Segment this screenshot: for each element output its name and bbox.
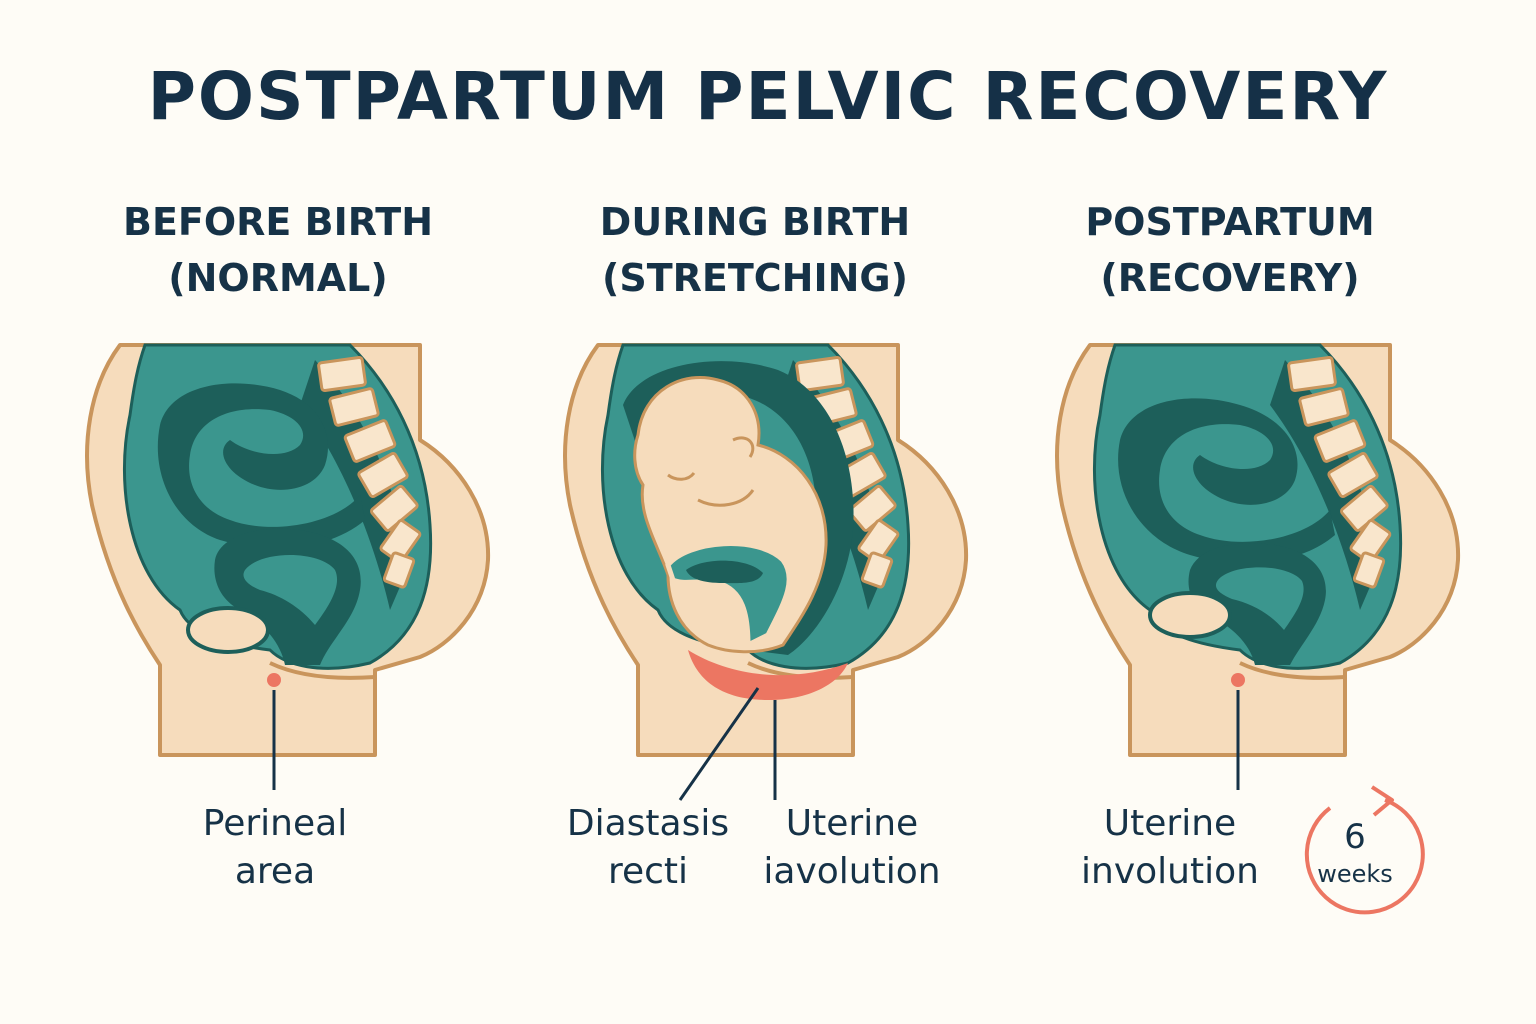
stretched-pelvic-floor — [688, 650, 848, 700]
label-line-1: Diastasis — [566, 803, 730, 844]
heading-line-1: POSTPARTUM — [1085, 200, 1375, 244]
callout-perineal-area — [267, 673, 281, 790]
stage-heading-during-birth: DURING BIRTH (STRETCHING) — [545, 194, 965, 306]
label-diastasis-recti: Diastasis recti — [548, 800, 748, 896]
circular-arrow-timer-icon — [1304, 785, 1425, 915]
label-line-2: involution — [1081, 851, 1259, 892]
label-line-1: Perineal — [202, 803, 348, 844]
heading-line-2: (STRETCHING) — [602, 256, 908, 300]
heading-line-2: (RECOVERY) — [1100, 256, 1360, 300]
heading-line-1: BEFORE BIRTH — [122, 200, 433, 244]
callout-diastasis-recti — [678, 687, 760, 801]
label-uterine-involution: Uterine involution — [1070, 800, 1270, 896]
pelvis-postpartum-illustration — [1055, 343, 1461, 757]
page-title: POSTPARTUM PELVIC RECOVERY — [147, 58, 1389, 135]
timer-unit: weeks — [1317, 860, 1393, 888]
callout-uterine-involution — [1231, 673, 1245, 790]
label-line-1: Uterine — [785, 803, 919, 844]
label-uterine-iavolution: Uterine iavolution — [752, 800, 952, 896]
timer-number: 6 — [1344, 817, 1366, 857]
heading-line-1: DURING BIRTH — [599, 200, 911, 244]
heading-line-2: (NORMAL) — [168, 256, 388, 300]
label-line-2: iavolution — [763, 851, 941, 892]
pelvis-before-birth-illustration — [85, 343, 491, 757]
label-line-2: area — [234, 851, 316, 892]
label-perineal-area: Perineal area — [180, 800, 370, 896]
pelvis-during-birth-illustration — [563, 343, 969, 757]
label-line-1: Uterine — [1103, 803, 1237, 844]
stage-heading-postpartum: POSTPARTUM (RECOVERY) — [1020, 194, 1440, 306]
label-line-2: recti — [607, 851, 689, 892]
stage-heading-before-birth: BEFORE BIRTH (NORMAL) — [68, 194, 488, 306]
